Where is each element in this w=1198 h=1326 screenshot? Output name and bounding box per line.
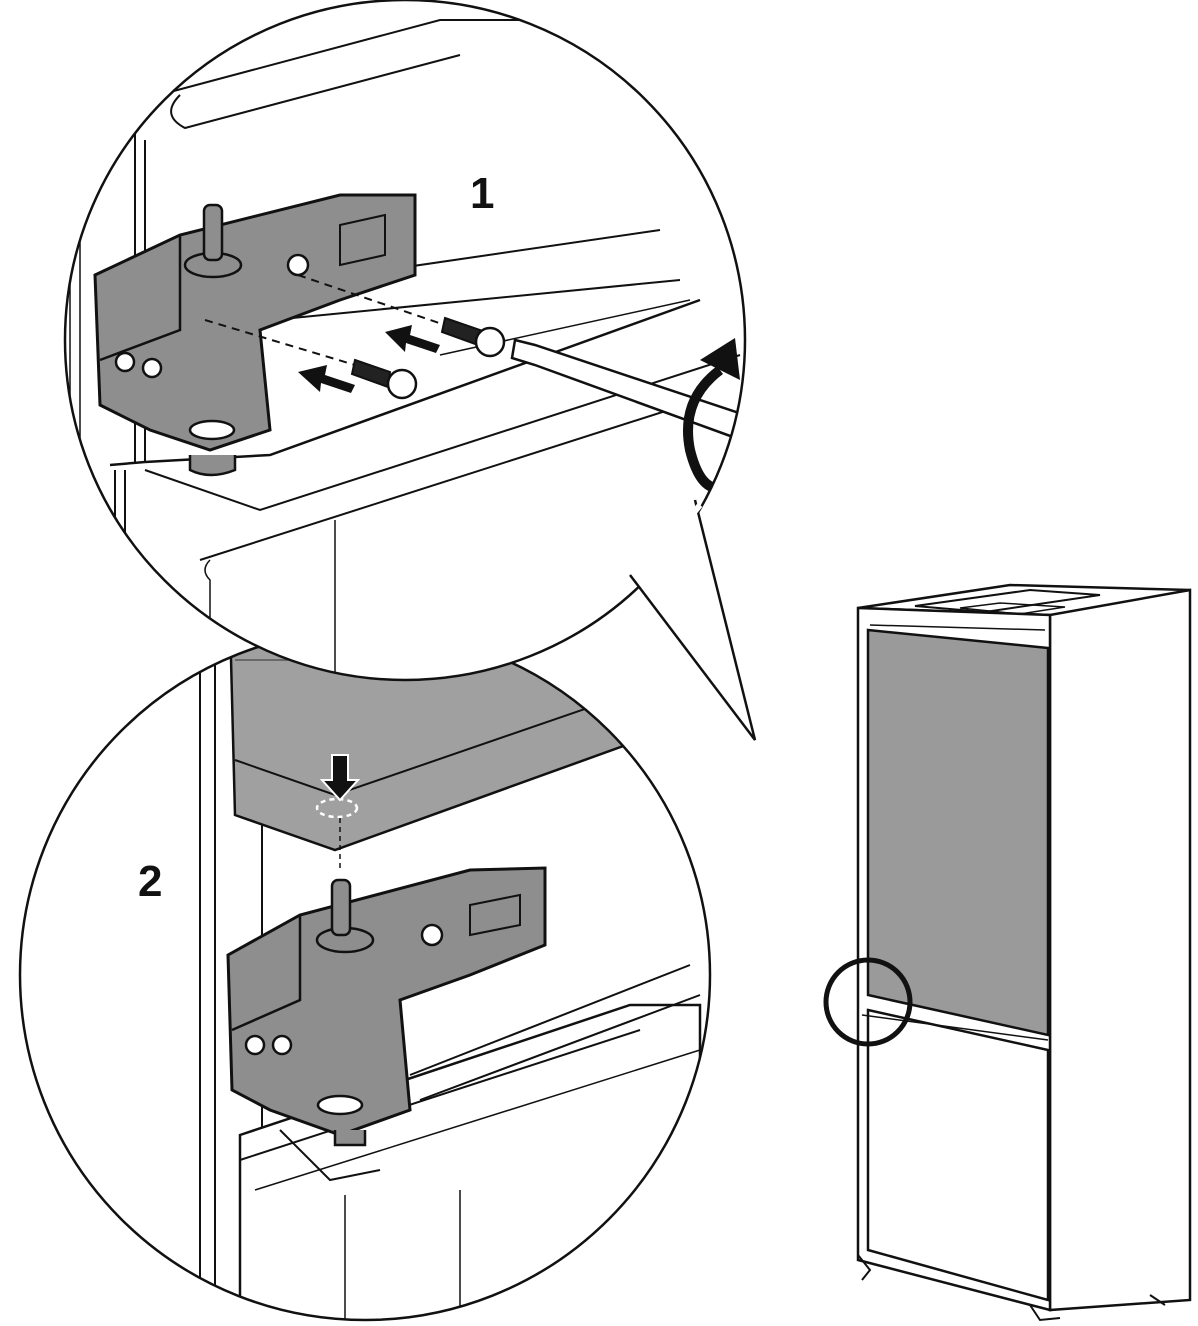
screwdriver-icon	[510, 338, 745, 447]
hinge-highlight-circle	[823, 957, 913, 1047]
hinge-step-1	[93, 193, 417, 477]
detail-circle-step-1	[63, 0, 747, 682]
step-1-label: 1	[470, 169, 495, 218]
screw-lower	[350, 358, 418, 400]
push-arrow-icon	[298, 325, 440, 393]
down-arrow-icon	[319, 754, 361, 802]
screw-upper	[440, 316, 506, 358]
callout-pointer	[629, 499, 757, 741]
detail-circle-step-2	[18, 628, 712, 1322]
step-2-label: 2	[138, 857, 163, 906]
hinge-step-2	[226, 866, 547, 1147]
fridge-overview	[823, 583, 1192, 1322]
fridge-upper-door	[866, 628, 1050, 1037]
fridge-lower-door	[866, 1008, 1050, 1302]
